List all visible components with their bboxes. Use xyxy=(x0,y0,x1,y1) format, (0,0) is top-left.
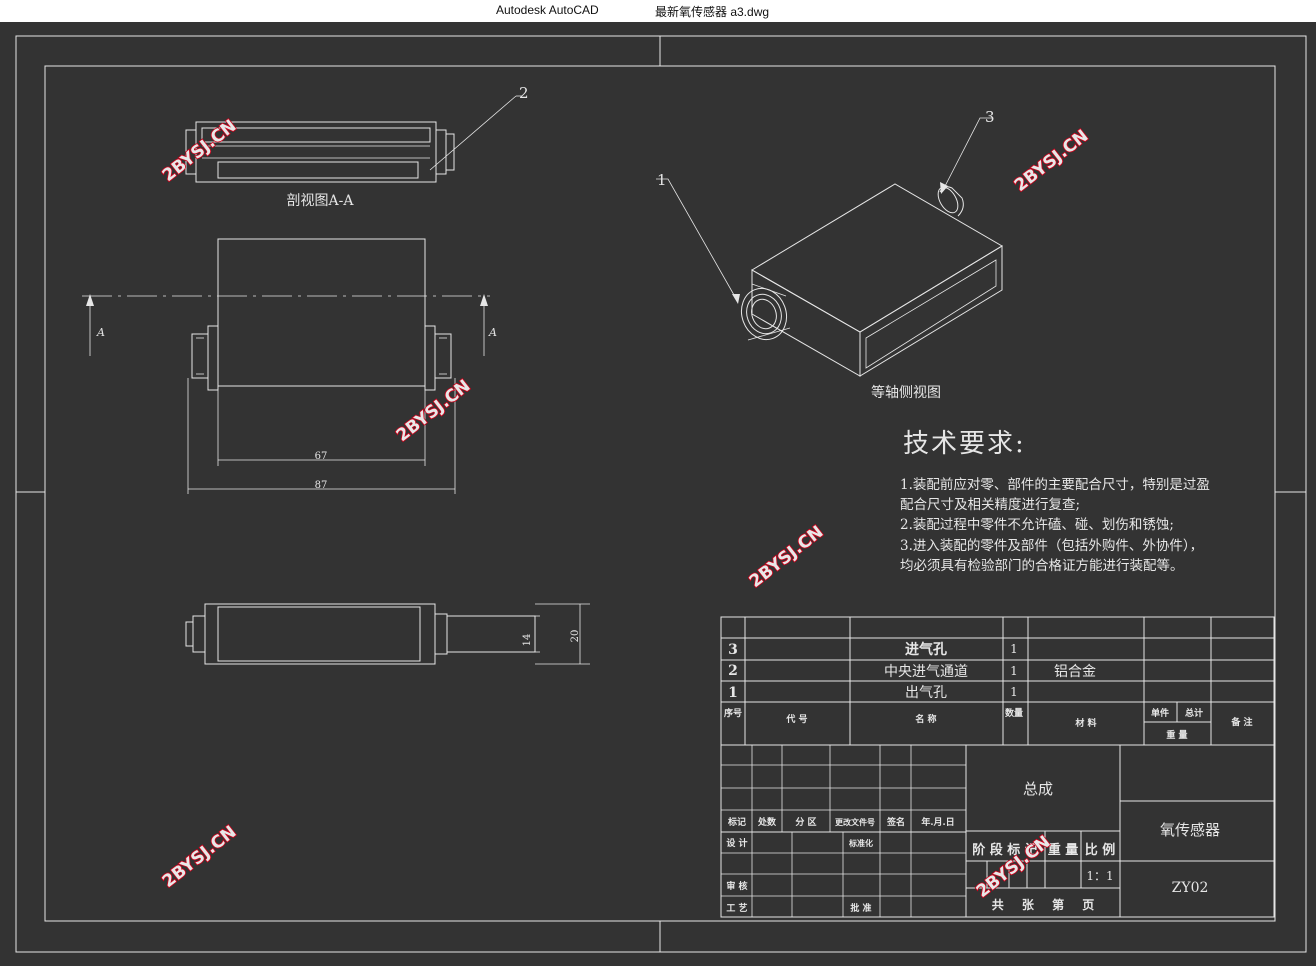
tb-approve: 批 准 xyxy=(850,902,871,914)
parts-list-grid xyxy=(720,616,1275,746)
dim-67: 67 xyxy=(315,451,328,462)
bom-header-code: 代 号 xyxy=(785,713,807,725)
tb-weight: 重 量 xyxy=(1048,842,1079,858)
bom-header-name: 名 称 xyxy=(915,713,936,725)
tb-date: 年.月.日 xyxy=(921,816,954,828)
watermark-1: 2BYSJ.CN xyxy=(159,116,241,186)
section-mark-left: A xyxy=(96,326,105,339)
bom-no-2: 2 xyxy=(728,663,738,679)
bottom-view xyxy=(185,603,590,665)
tech-line-3: 2.装配过程中零件不允许磕、碰、划伤和锈蚀; xyxy=(900,517,1174,533)
balloon-3: 3 xyxy=(985,108,995,126)
tb-count: 处数 xyxy=(757,816,777,828)
tb-standard: 标准化 xyxy=(848,838,873,848)
leader-2 xyxy=(429,95,522,171)
bom-header-remark: 备 注 xyxy=(1230,716,1252,728)
parts-list-header: 序号 代 号 名 称 数量 材 料 单件 总计 重 量 备 注 xyxy=(724,707,1253,741)
parts-list-row-2[interactable]: 2 中央进气通道 1 铝合金 xyxy=(728,663,1096,680)
drawing-canvas[interactable]: 剖视图A-A 2 A A 67 87 xyxy=(0,22,1316,966)
tb-process: 工 艺 xyxy=(726,902,747,914)
tb-scale: 1：1 xyxy=(1086,869,1113,883)
bom-qty-3: 1 xyxy=(1010,642,1018,656)
tb-change-doc: 更改文件号 xyxy=(835,817,875,827)
tb-drawing-no: ZY02 xyxy=(1172,880,1209,896)
tb-mark: 标记 xyxy=(727,816,746,828)
section-view-label: 剖视图A-A xyxy=(287,193,355,209)
parts-list-row-3[interactable]: 3 进气孔 1 xyxy=(728,641,1018,658)
tb-stage: 阶 段 标 记 xyxy=(972,842,1038,858)
bom-header-total: 总计 xyxy=(1185,707,1203,719)
file-name: 最新氧传感器 a3.dwg xyxy=(655,5,770,19)
balloon-1: 1 xyxy=(657,171,667,189)
isometric-view xyxy=(740,183,1003,377)
sheet-border xyxy=(15,35,1307,953)
app-name: Autodesk AutoCAD xyxy=(496,3,599,17)
watermark-3: 2BYSJ.CN xyxy=(1011,126,1093,196)
bom-name-1: 出气孔 xyxy=(905,685,947,701)
dim-14: 14 xyxy=(522,634,533,647)
section-view-aa xyxy=(185,121,455,183)
watermark-4: 2BYSJ.CN xyxy=(746,522,828,592)
dim-87: 87 xyxy=(315,480,328,491)
tb-part-name: 氧传感器 xyxy=(1160,821,1220,839)
title-block-grid xyxy=(720,744,1275,918)
tech-title: 技术要求: xyxy=(903,429,1026,459)
watermark-5: 2BYSJ.CN xyxy=(159,822,241,892)
tb-sign: 签名 xyxy=(886,816,905,828)
tb-design: 设 计 xyxy=(726,837,747,849)
tb-ratio: 比 例 xyxy=(1085,842,1116,858)
balloon-2: 2 xyxy=(519,84,529,102)
bom-no-1: 1 xyxy=(728,685,738,701)
bom-no-3: 3 xyxy=(728,642,738,658)
bom-qty-1: 1 xyxy=(1010,685,1018,699)
leader-3 xyxy=(940,117,992,194)
tb-review: 审 核 xyxy=(726,880,747,892)
iso-view-label: 等轴侧视图 xyxy=(871,384,941,401)
dim-20: 20 xyxy=(570,630,581,643)
leader-1 xyxy=(656,178,740,304)
parts-list-row-1[interactable]: 1 出气孔 1 xyxy=(728,685,1018,701)
bom-header-material: 材 料 xyxy=(1074,717,1096,729)
tech-line-1: 1.装配前应对零、部件的主要配合尺寸，特别是过盈 xyxy=(900,476,1210,493)
tech-line-4: 3.进入装配的零件及部件（包括外购件、外协件）， xyxy=(900,538,1203,554)
tb-assembly: 总成 xyxy=(1023,780,1053,798)
tb-zone: 分 区 xyxy=(795,816,816,828)
tech-line-5: 均必须具有检验部门的合格证方能进行装配等。 xyxy=(900,557,1184,574)
window-title-bar: Autodesk AutoCAD 最新氧传感器 a3.dwg xyxy=(0,0,1316,22)
tech-line-2: 配合尺寸及相关精度进行复查; xyxy=(900,496,1080,513)
bom-name-3: 进气孔 xyxy=(905,641,947,658)
title-block-labels: 标记 处数 分 区 更改文件号 签名 年.月.日 设 计 标准化 审 核 工 艺… xyxy=(726,780,1220,914)
tb-sheets: 共 张 第 页 xyxy=(992,897,1095,912)
bom-header-weight: 重 量 xyxy=(1166,729,1187,741)
front-view xyxy=(82,238,490,494)
watermark-2: 2BYSJ.CN xyxy=(393,376,475,446)
bom-header-no: 序号 xyxy=(724,707,742,719)
bom-qty-2: 1 xyxy=(1010,664,1018,678)
bom-header-qty: 数量 xyxy=(1005,707,1023,719)
bom-name-2: 中央进气通道 xyxy=(884,664,968,680)
section-mark-right: A xyxy=(488,326,497,339)
bom-material-2: 铝合金 xyxy=(1054,664,1096,680)
drawing-sheet: 剖视图A-A 2 A A 67 87 xyxy=(15,35,1307,953)
bom-header-unit: 单件 xyxy=(1151,707,1169,719)
